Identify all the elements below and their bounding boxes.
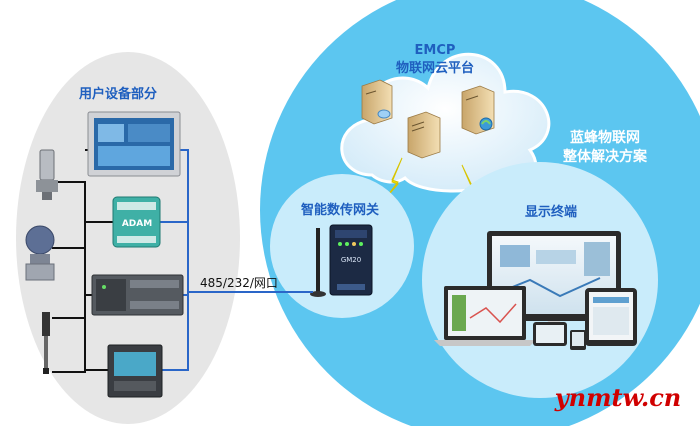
solution-title-line2: 整体解决方案 [562, 148, 648, 165]
plc-icon [91, 274, 184, 316]
probe-sensor-icon [42, 312, 50, 374]
link-label: 485/232/网口 [200, 276, 278, 290]
left-panel-title: 用户设备部分 [78, 86, 157, 102]
hmi-panel-icon [87, 111, 181, 177]
wiring [52, 149, 313, 373]
gateway-title: 智能数传网关 [301, 202, 379, 218]
server-icon [461, 85, 495, 135]
transmitter-icon [25, 225, 55, 281]
solution-title-line1: 蓝蜂物联网 [570, 129, 640, 146]
cloud-platform: EMCP 物联网云平台 [340, 43, 551, 193]
pressure-sensor-icon [36, 149, 58, 200]
gateway-device: GM20 [310, 224, 373, 297]
meter-icon [107, 344, 163, 398]
adam-module-icon: ADAM [112, 196, 161, 248]
display-terminals [434, 231, 637, 350]
server-icon [407, 111, 441, 159]
watermark: ynmtw.cn [554, 383, 682, 412]
server-icon [361, 79, 393, 125]
cloud-title-line1: EMCP [415, 43, 456, 58]
gateway-device-label: GM20 [341, 256, 361, 264]
cloud-title-line2: 物联网云平台 [396, 60, 474, 76]
display-title: 显示终端 [525, 204, 577, 220]
adam-label: ADAM [122, 219, 152, 229]
